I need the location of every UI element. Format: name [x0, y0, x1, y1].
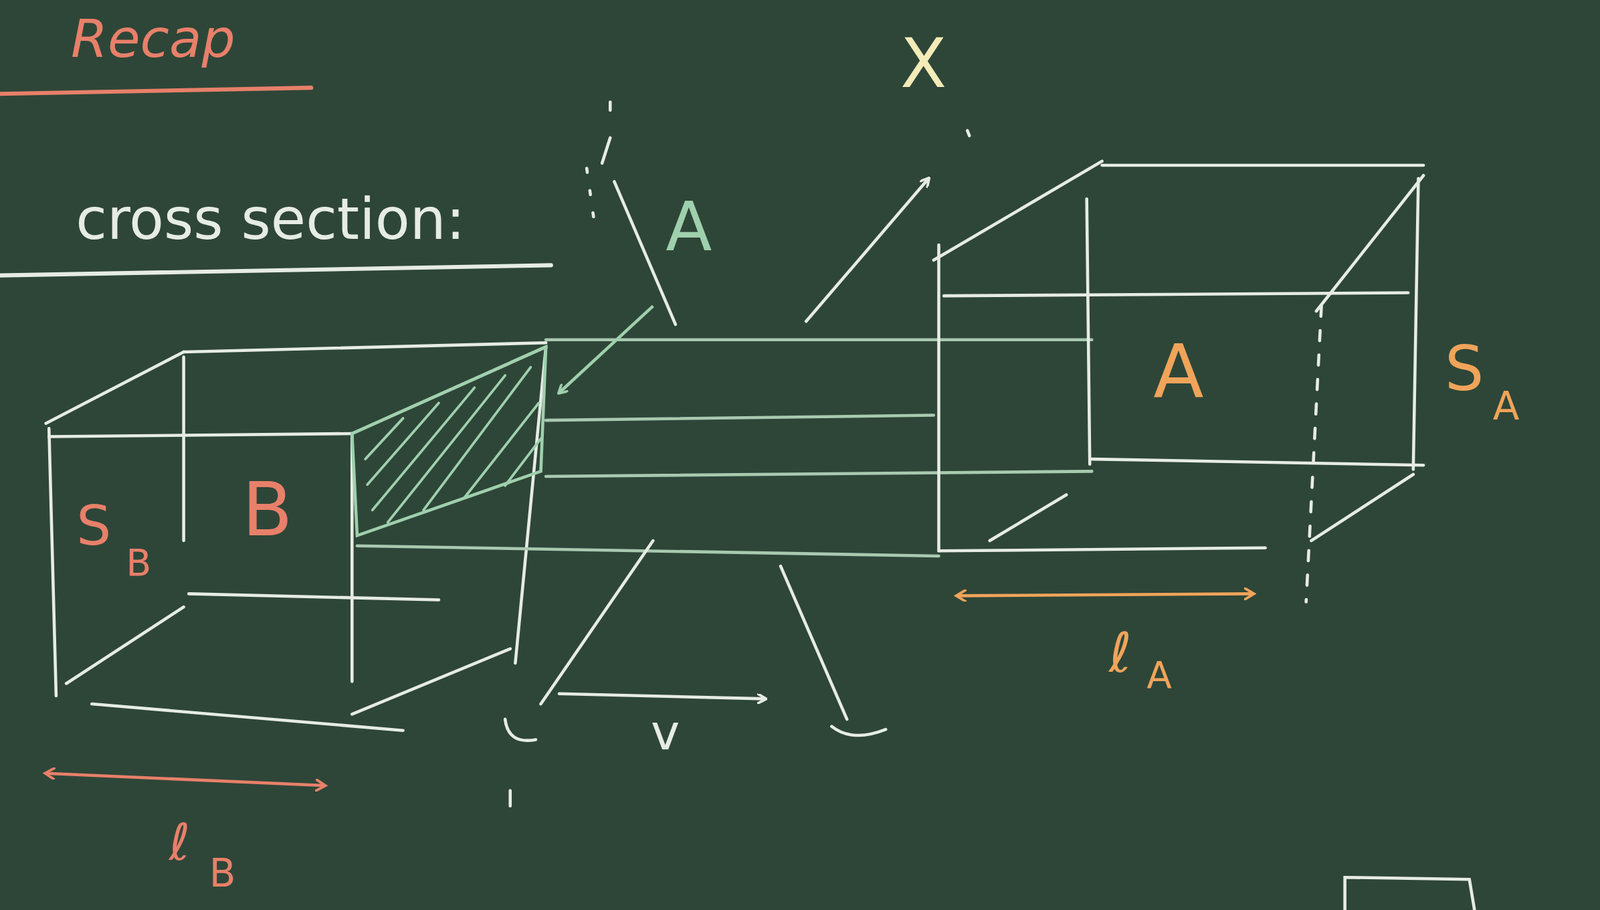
section-heading: cross section:: [73, 189, 467, 249]
area-subscript: B: [124, 543, 154, 583]
axis-label: X: [898, 28, 949, 99]
hatched-face: [351, 346, 546, 536]
underlines: [0, 87, 552, 276]
heading-note: Recap: [68, 11, 238, 67]
length-symbol: ℓ: [167, 815, 192, 869]
length-subscript: A: [1144, 656, 1174, 695]
velocity-label: v: [648, 707, 682, 759]
area-symbol: S: [1442, 337, 1486, 403]
box-label: A: [1151, 333, 1206, 412]
area-subscript: A: [1490, 385, 1522, 427]
area-symbol: S: [74, 496, 114, 555]
section-label: A: [663, 191, 714, 263]
length-subscript: B: [207, 852, 239, 894]
dimension-arrow: [957, 593, 1253, 596]
box-b: [46, 342, 547, 730]
box-a: [933, 161, 1424, 603]
leader-arrow: [559, 305, 653, 393]
box-label: B: [240, 471, 295, 550]
length-symbol: ℓ: [1107, 624, 1134, 682]
wire-tube: [357, 339, 1092, 556]
dimension-arrow: [46, 773, 325, 786]
cutting-plane: [505, 101, 1475, 910]
